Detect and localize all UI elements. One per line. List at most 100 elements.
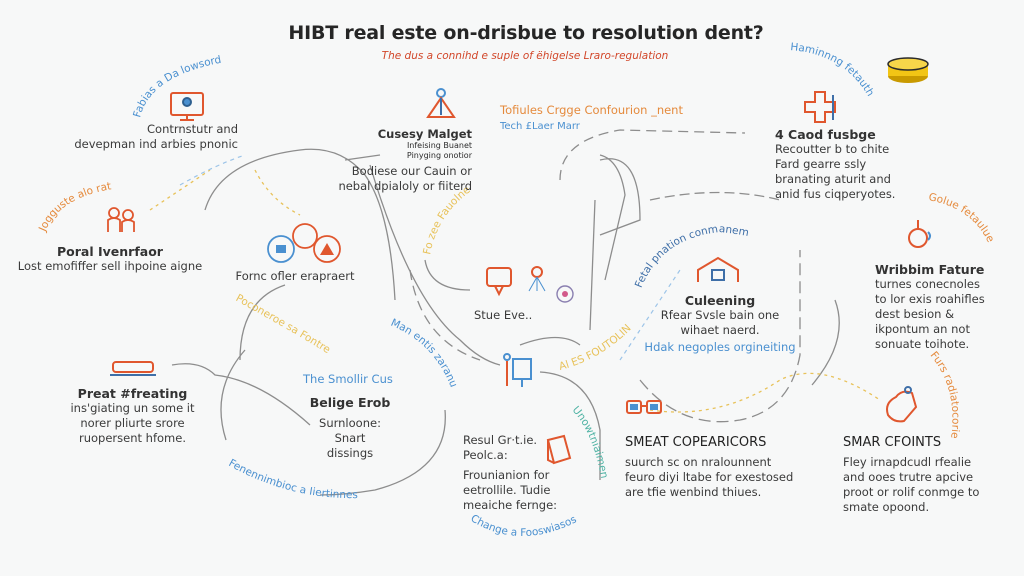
node-heading: Culeening [684,293,756,308]
node-heading: Peolc.a: [463,448,508,462]
dotted-connector [179,154,246,186]
node-blue-text: Hdak negoples orgineiting [644,340,796,354]
dotted-connector [649,372,881,413]
connector-line [599,158,641,236]
node-text: Fley irnapdcudl rfealie [843,455,972,469]
node-stue: Stue Eve.. [474,308,533,322]
node-text: anid fus ciqperyotes. [775,187,896,201]
node-heading: Cusesy Malget [377,127,472,141]
connector-line [369,164,501,366]
node-text: Snart [334,431,366,445]
people-icon [107,207,135,232]
node-text: sonuate toihote. [875,337,970,351]
node-text: are tfie wenbind thiues. [625,485,762,499]
connector-line [649,191,781,201]
decor-arc: Al ES FOUTOLIN [558,322,634,373]
node-belige-label: The Smollir Cus [303,372,393,386]
arc-label: Fabias a Da lowsord [131,54,222,119]
node-text: dest besion & [875,307,955,321]
node-resul: Resul Gr·t.ie. Peolc.a: Frounianion for … [463,433,557,513]
connector-line [424,259,471,291]
node-text: ins'giating un some it [70,401,195,415]
node-heading: SMEAT COPEARICORS [625,435,767,450]
node-text: Contrnstutr and [147,122,238,136]
node-culeening: Culeening Rfear Svsle bain one wihaet na… [630,293,810,355]
arc-label: Golue fetaulue [928,191,997,244]
node-text: Frounianion for [463,468,550,482]
node-tofiules-title: Tofiules Crgge Confourion _nent [500,103,683,117]
arc-label: Man entis zaranu [389,317,460,389]
arc-label: Jogguste alo rat [36,180,112,234]
node-small-text: Infeising Buanet [406,141,472,150]
team-circles-icon [267,223,341,263]
node-heading: Preat #freating [77,386,188,401]
node-contrnstutr: Contrnstutr and devepman ind arbies pnon… [74,122,238,152]
connector-line [599,154,626,281]
node-text: branating aturit and [775,172,891,186]
node-heading: Poral Ivenrfaor [57,244,163,259]
connector-line [589,199,596,331]
connector-line [344,154,381,161]
node-text: Bodiese our Cauin or [351,164,472,178]
connector-line [639,250,801,423]
node-text: proot or rolif conmge to [843,485,980,499]
badge-icon [486,267,512,297]
node-wribbim: Wribbim Fature turnes conecnoles to lor … [875,262,985,352]
node-text: Surnloone: [319,416,381,430]
globe-icon [556,285,574,303]
bulb-person-icon [908,220,931,248]
connector-line [319,409,446,496]
connector-line [811,299,840,386]
connector-line [519,336,581,346]
node-text: ruopersent hfome. [79,431,186,445]
node-heading: SMAR CFOINTS [843,435,942,450]
connector-line [559,129,746,181]
diagram-subtitle: The dus a connihd e suple of ëhigelse Lr… [381,50,669,62]
drum-icon [887,57,929,83]
node-fornc: Fornc ofler erapraert [235,269,355,283]
glasses-icon [626,400,662,414]
node-text: norer pliurte srore [80,416,185,430]
person-pyramid-icon [426,88,456,118]
node-heading: 4 Caod fusbge [775,127,876,142]
medical-cross-icon [804,91,836,123]
node-text: and ooes trutre apcive [843,470,974,484]
node-text: Fard gearre ssly [775,157,867,171]
node-text: eetrollile. Tudie [463,483,551,497]
node-smar: SMAR CFOINTS Fley irnapdcudl rfealie and… [843,435,979,515]
diagram-title: HIBT real este on-drisbue to resolution … [288,22,764,44]
node-text: suurch sc on nralounnent [625,455,772,469]
node-cusesy: Cusesy Malget Infeising Buanet Pinyging … [338,127,472,194]
node-poral: Poral Ivenrfaor Lost emofiffer sell ihpo… [10,244,210,274]
arc-label: Unowtniaimen [570,404,610,479]
book-icon [546,434,572,465]
node-text: feuro diyi ltabe for exestosed [625,470,794,484]
node-text: wihaet naerd. [680,323,760,337]
node-belige: Belige Erob Surnloone: Snart dissings [290,395,410,461]
node-preat: Preat #freating ins'giating un some it n… [50,386,215,446]
node-text: Lost emofiffer sell ihpoine aigne [17,259,203,273]
arc-label: Change a Fooswiasos [468,512,578,539]
monitor-icon [170,92,204,121]
presenter-icon [503,353,532,387]
node-text: meaiche fernge: [463,498,558,512]
dotted-connector [149,169,211,211]
node-text: dissings [326,446,374,460]
node-small-text: Pinyging onotior [406,151,472,160]
node-smeat: SMEAT COPEARICORS suurch sc on nralounne… [625,435,793,500]
connector-line [539,371,601,480]
node-text: smate opoond. [843,500,930,514]
connector-line [239,284,286,361]
node-text: Recoutter b to chite [775,142,890,156]
arc-label: Furs radiatocorie [928,349,962,439]
node-tofiules-subtitle: Tech £Laer Marr [500,121,580,132]
connector-line [220,349,246,441]
decor-arc: Fo zee Fauolne [421,184,472,256]
node-caod: 4 Caod fusbge Recoutter b to chite Fard … [775,127,895,202]
node-text: turnes conecnoles [875,277,980,291]
node-heading: Wribbim Fature [875,262,985,277]
node-text: devepman ind arbies pnonic [74,137,238,151]
node-text: Rfear Svsle bain one [660,308,780,322]
connector-line [204,148,396,301]
